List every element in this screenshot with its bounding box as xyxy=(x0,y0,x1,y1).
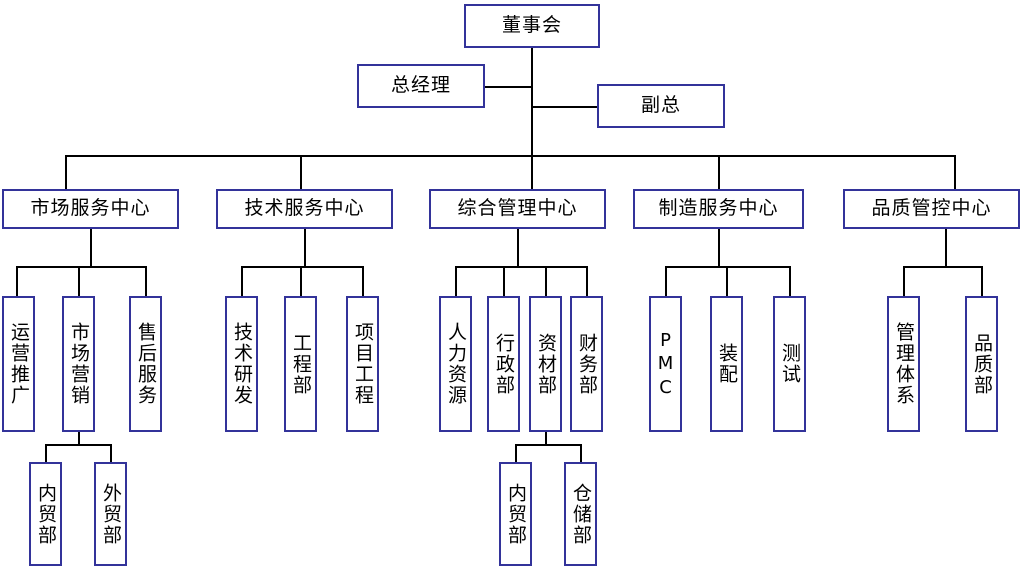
connector-marketing-drop-2 xyxy=(110,444,112,463)
node-board-of-directors[interactable]: 董事会 xyxy=(464,4,600,48)
node-label: 售后服务 xyxy=(135,322,157,406)
connector-technology-drop-3 xyxy=(362,266,364,297)
connector-quality-drop-1 xyxy=(903,266,905,297)
node-dept-testing[interactable]: 测试 xyxy=(773,296,806,432)
connector-center-drop-4 xyxy=(718,155,720,191)
connector-center-drop-3 xyxy=(531,155,533,191)
connector-market-drop-3 xyxy=(145,266,147,297)
node-dept-operations-promotion[interactable]: 运营推广 xyxy=(2,296,35,432)
connector-manufacturing-bus xyxy=(665,266,791,268)
connector-administration-bus xyxy=(455,266,588,268)
node-vice-president[interactable]: 副总 xyxy=(597,84,725,128)
connector-materials-spine xyxy=(545,432,547,445)
connector-administration-drop-3 xyxy=(545,266,547,297)
node-dept-after-sales-service[interactable]: 售后服务 xyxy=(129,296,162,432)
node-label: 人力资源 xyxy=(445,322,467,406)
node-label: 外贸部 xyxy=(100,482,122,546)
node-center-technology-service[interactable]: 技术服务中心 xyxy=(216,189,393,229)
connector-administration-spine xyxy=(517,229,519,267)
connector-manufacturing-drop-3 xyxy=(789,266,791,297)
node-subdept-foreign-trade[interactable]: 外贸部 xyxy=(94,462,127,566)
connector-marketing-drop-1 xyxy=(45,444,47,463)
node-label: 技术服务中心 xyxy=(244,197,365,220)
connector-materials-drop-2 xyxy=(580,444,582,463)
node-label: 资材部 xyxy=(535,332,557,396)
connector-manufacturing-drop-1 xyxy=(665,266,667,297)
connector-marketing-bus xyxy=(45,444,112,446)
node-label: 项目工程 xyxy=(352,322,374,406)
node-label: 技术研发 xyxy=(231,322,253,406)
connector-quality-bus xyxy=(903,266,983,268)
connector-quality-drop-2 xyxy=(981,266,983,297)
node-dept-engineering[interactable]: 工程部 xyxy=(284,296,317,432)
node-dept-human-resources[interactable]: 人力资源 xyxy=(439,296,472,432)
node-dept-pmc[interactable]: P M C xyxy=(649,296,682,432)
connector-market-spine xyxy=(90,229,92,267)
connector-materials-bus xyxy=(515,444,582,446)
node-general-manager[interactable]: 总经理 xyxy=(357,64,485,108)
node-label: 内贸部 xyxy=(505,482,527,546)
node-label: 装配 xyxy=(716,343,738,385)
connector-administration-drop-1 xyxy=(455,266,457,297)
node-label: 财务部 xyxy=(576,332,598,396)
connector-technology-drop-1 xyxy=(241,266,243,297)
node-dept-materials[interactable]: 资材部 xyxy=(529,296,562,432)
node-center-administration[interactable]: 综合管理中心 xyxy=(429,189,606,229)
node-label: 品质管控中心 xyxy=(871,197,992,220)
node-label: 市场营销 xyxy=(68,322,90,406)
connector-manufacturing-spine xyxy=(718,229,720,267)
connector-marketing-spine xyxy=(78,432,80,445)
node-center-market-service[interactable]: 市场服务中心 xyxy=(2,189,179,229)
connector-technology-drop-2 xyxy=(300,266,302,297)
connector-market-drop-1 xyxy=(16,266,18,297)
connector-technology-bus xyxy=(241,266,364,268)
node-subdept-warehousing[interactable]: 仓储部 xyxy=(564,462,597,566)
node-label: P M C xyxy=(657,330,674,398)
connector-quality-spine xyxy=(945,229,947,267)
connector-vp-stub xyxy=(531,106,598,108)
connector-center-drop-5 xyxy=(954,155,956,191)
node-label: 总经理 xyxy=(390,74,451,97)
connector-market-drop-2 xyxy=(78,266,80,297)
node-dept-market-marketing[interactable]: 市场营销 xyxy=(62,296,95,432)
node-label: 运营推广 xyxy=(8,322,30,406)
node-dept-assembly[interactable]: 装配 xyxy=(710,296,743,432)
connector-administration-drop-2 xyxy=(503,266,505,297)
node-dept-quality[interactable]: 品质部 xyxy=(965,296,998,432)
node-subdept-domestic-trade-materials[interactable]: 内贸部 xyxy=(499,462,532,566)
connector-board-spine xyxy=(531,48,533,156)
node-label: 制造服务中心 xyxy=(658,197,779,220)
node-label: 品质部 xyxy=(971,332,993,396)
connector-manufacturing-drop-2 xyxy=(726,266,728,297)
node-label: 工程部 xyxy=(290,332,312,396)
connector-gm-stub xyxy=(485,86,532,88)
connector-centers-bus xyxy=(65,155,956,157)
node-label: 行政部 xyxy=(493,332,515,396)
connector-administration-drop-4 xyxy=(586,266,588,297)
node-dept-management-system[interactable]: 管理体系 xyxy=(887,296,920,432)
node-label: 内贸部 xyxy=(35,482,57,546)
node-dept-administration-office[interactable]: 行政部 xyxy=(487,296,520,432)
node-label: 管理体系 xyxy=(893,322,915,406)
node-center-quality-control[interactable]: 品质管控中心 xyxy=(843,189,1020,229)
connector-materials-drop-1 xyxy=(515,444,517,463)
connector-technology-spine xyxy=(304,229,306,267)
connector-center-drop-2 xyxy=(300,155,302,191)
node-label: 市场服务中心 xyxy=(30,197,151,220)
node-label: 副总 xyxy=(640,94,681,117)
node-label: 综合管理中心 xyxy=(457,197,578,220)
connector-market-bus xyxy=(16,266,147,268)
node-subdept-domestic-trade-marketing[interactable]: 内贸部 xyxy=(29,462,62,566)
node-label: 仓储部 xyxy=(570,482,592,546)
node-dept-project-engineering[interactable]: 项目工程 xyxy=(346,296,379,432)
node-center-manufacturing-service[interactable]: 制造服务中心 xyxy=(633,189,804,229)
node-label: 测试 xyxy=(779,343,801,385)
node-dept-technology-rd[interactable]: 技术研发 xyxy=(225,296,258,432)
connector-center-drop-1 xyxy=(65,155,67,191)
node-dept-finance[interactable]: 财务部 xyxy=(570,296,603,432)
node-label: 董事会 xyxy=(501,14,562,37)
